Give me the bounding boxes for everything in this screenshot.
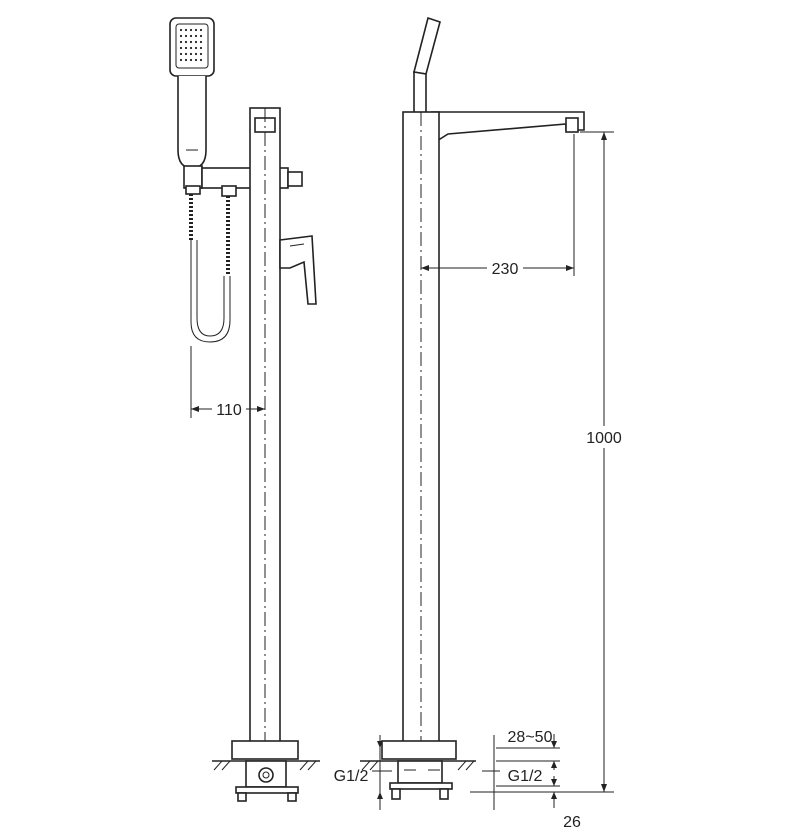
dimension-label-230: 230 — [492, 261, 519, 278]
dimension-label-1000: 1000 — [586, 430, 622, 447]
dimension-hose-offset — [190, 346, 265, 418]
shower-hose — [189, 194, 231, 343]
side-column — [402, 111, 440, 745]
dimension-label-28-50: 28~50 — [508, 729, 553, 746]
inlet-label-left: G1/2 — [334, 768, 369, 785]
dimension-spout-reach — [421, 134, 575, 277]
hand-shower-head — [169, 17, 215, 169]
mixer-lever — [279, 235, 317, 305]
inlet-label-right: G1/2 — [508, 768, 543, 785]
side-base — [360, 735, 500, 810]
dimension-total-height — [470, 131, 624, 793]
side-view: 230 1000 28~50 G1/2 G1/2 — [334, 16, 624, 831]
dimension-deck-range — [377, 734, 560, 770]
dimension-label-110: 110 — [216, 402, 242, 419]
shower-nozzles — [179, 28, 203, 62]
spout — [431, 111, 585, 146]
front-base — [212, 740, 320, 802]
front-view: 110 — [169, 17, 320, 802]
main-column — [249, 107, 281, 745]
dimension-base-height — [377, 776, 560, 808]
dimension-label-26: 26 — [563, 814, 581, 831]
shower-holder — [183, 165, 303, 197]
